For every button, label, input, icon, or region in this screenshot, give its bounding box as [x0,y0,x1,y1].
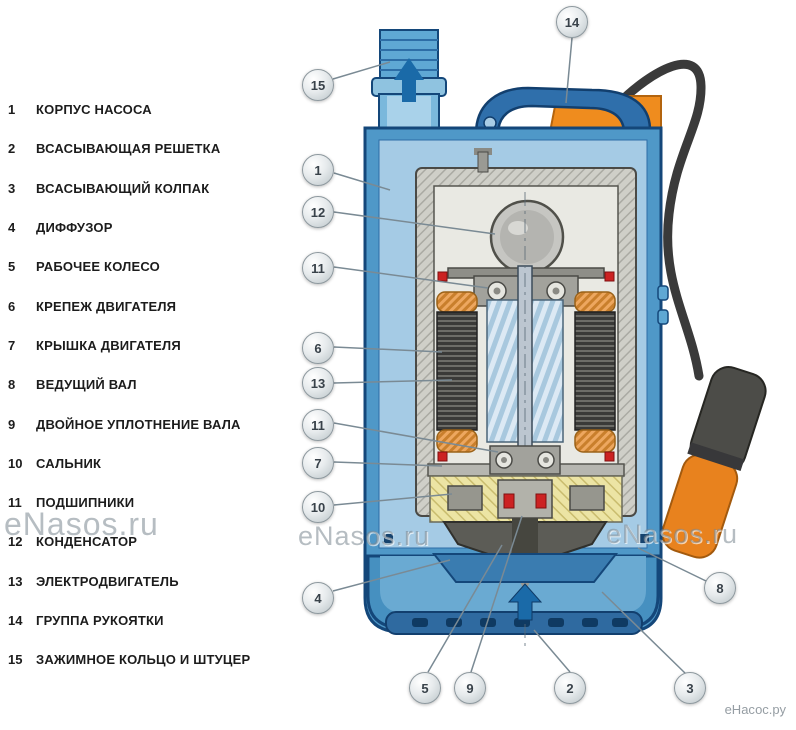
float-switch [661,366,767,559]
legend-number: 12 [8,534,23,550]
power-cable [613,59,706,381]
oil-chamber [429,475,623,523]
watermark: eNasos.ru [4,506,159,542]
legend-item: 9 ДВОЙНОЕ УПЛОТНЕНИЕ ВАЛА [8,404,308,443]
legend-item: 13 ЭЛЕКТРОДВИГАТЕЛЬ [8,562,308,601]
legend-label: КРЕПЕЖ ДВИГАТЕЛЯ [36,298,177,314]
legend-item: 6 КРЕПЕЖ ДВИГАТЕЛЯ [8,286,308,325]
gland-right [569,485,605,511]
legend-label: ГРУППА РУКОЯТКИ [36,613,164,628]
callout-12: 12 [302,196,334,228]
legend-label: ДИФФУЗОР [36,220,113,236]
legend-number: 6 [8,298,16,314]
legend-item: 3 ВСАСЫВАЮЩИЙ КОЛПАК [8,169,308,208]
legend-item: 12 КОНДЕНСАТОР [8,522,308,561]
legend-item: 14 ГРУППА РУКОЯТКИ [8,601,308,640]
legend-item: 1 КОРПУС НАСОСА [8,90,308,129]
legend-label: КРЫШКА ДВИГАТЕЛЯ [36,337,181,353]
outlet-pipe [371,29,447,141]
callout-1: 1 [302,154,334,186]
callout-4: 4 [302,582,334,614]
flow-arrow-bottom [507,583,543,621]
legend-number: 5 [8,259,16,275]
legend-item: 5 РАБОЧЕЕ КОЛЕСО [8,247,308,286]
legend-number: 4 [8,220,16,236]
callout-2: 2 [554,672,586,704]
callout-5: 5 [409,672,441,704]
legend-label: ПОДШИПНИКИ [36,495,135,511]
watermark-cyrillic: eНасос.ру [724,702,786,717]
callout-8: 8 [704,572,736,604]
callout-15: 15 [302,69,334,101]
legend-label: ВСАСЫВАЮЩАЯ РЕШЕТКА [36,141,221,157]
legend-label: ДВОЙНОЕ УПЛОТНЕНИЕ ВАЛА [36,416,241,432]
legend-label: ВЕДУЩИЙ ВАЛ [36,377,137,393]
legend-label: ВСАСЫВАЮЩИЙ КОЛПАК [36,180,210,196]
legend-number: 15 [8,652,23,668]
parts-legend: 1 КОРПУС НАСОСА 2 ВСАСЫВАЮЩАЯ РЕШЕТКА 3 … [8,90,308,679]
legend-item: 15 ЗАЖИМНОЕ КОЛЬЦО И ШТУЦЕР [8,640,308,679]
watermark: eNasos.ru [298,521,431,551]
legend-number: 9 [8,416,16,432]
diffuser [431,553,619,621]
electric-motor-stator [436,291,616,462]
callout-6: 6 [302,332,334,364]
legend-item: 11 ПОДШИПНИКИ [8,483,308,522]
legend-number: 1 [8,102,16,118]
legend-number: 14 [8,613,23,628]
legend-number: 8 [8,377,16,393]
shaft-seal [503,493,515,509]
flow-arrow-top [394,58,424,102]
legend-item: 2 ВСАСЫВАЮЩАЯ РЕШЕТКА [8,129,308,168]
leader-lines [332,37,707,675]
callout-9: 9 [454,672,486,704]
shaft-seal [535,493,547,509]
callout-13: 13 [302,367,334,399]
legend-label: КОРПУС НАСОСА [36,102,152,118]
callout-11b: 11 [302,409,334,441]
watermark: eNasos.ru [606,519,739,549]
legend-label: КОНДЕНСАТОР [36,534,138,550]
legend-number: 2 [8,141,16,157]
legend-item: 4 ДИФФУЗОР [8,208,308,247]
callout-11a: 11 [302,252,334,284]
legend-number: 11 [8,495,22,511]
lower-bearing-assembly [489,445,561,475]
callout-7: 7 [302,447,334,479]
legend-number: 7 [8,337,16,353]
legend-label: САЛЬНИК [36,455,102,471]
gland-left [447,485,483,511]
callout-3: 3 [674,672,706,704]
callout-14: 14 [556,6,588,38]
legend-label: ЗАЖИМНОЕ КОЛЬЦО И ШТУЦЕР [36,652,251,668]
legend-item: 7 КРЫШКА ДВИГАТЕЛЯ [8,326,308,365]
legend-number: 3 [8,180,16,196]
legend-item: 8 ВЕДУЩИЙ ВАЛ [8,365,308,404]
legend-label: ЭЛЕКТРОДВИГАТЕЛЬ [36,573,179,589]
capacitor [489,199,565,276]
legend-number: 10 [8,455,23,471]
legend-number: 13 [8,573,23,589]
legend-label: РАБОЧЕЕ КОЛЕСО [36,259,160,275]
legend-item: 10 САЛЬНИК [8,444,308,483]
callout-10: 10 [302,491,334,523]
